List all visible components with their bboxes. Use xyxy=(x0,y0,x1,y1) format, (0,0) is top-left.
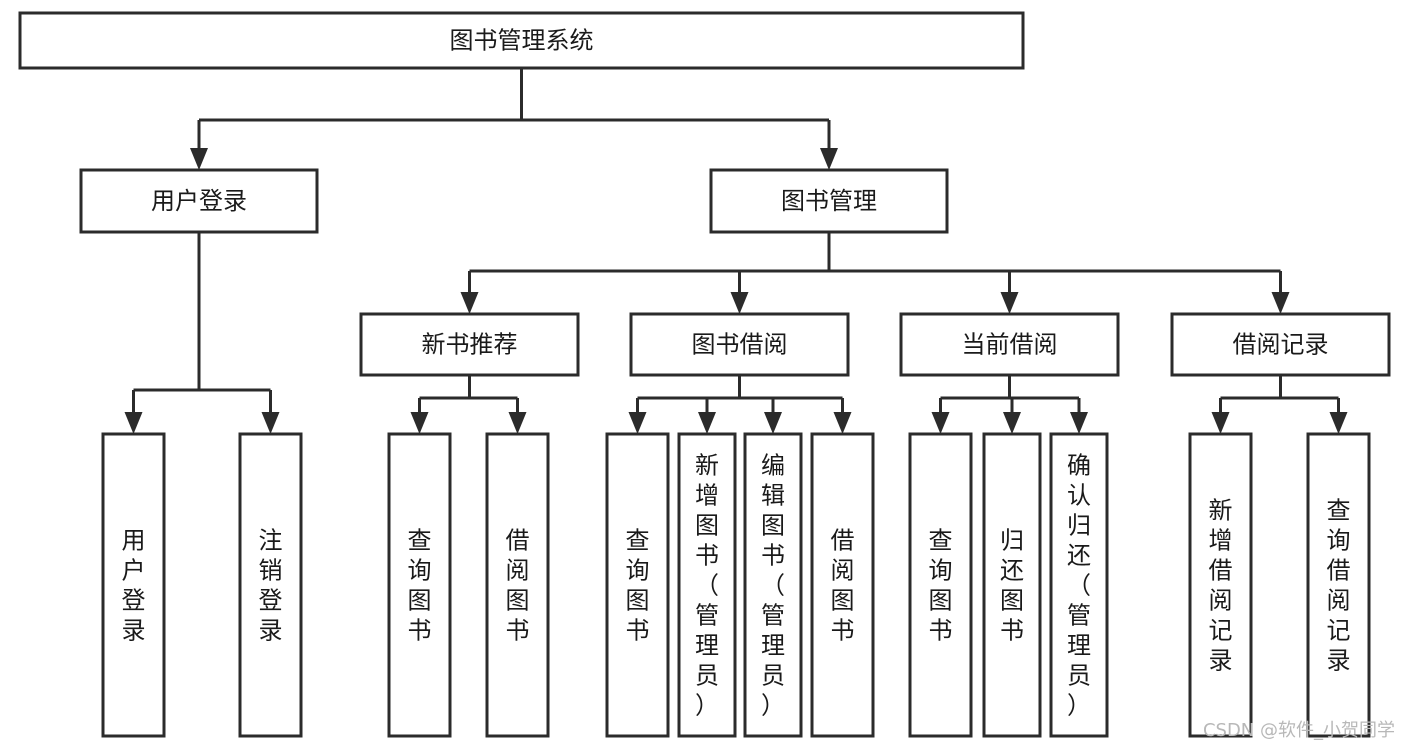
edge-book-borrow-drop-1-arrowhead xyxy=(698,412,716,434)
node-leaf-user-logout-label: 注销登录 xyxy=(259,526,283,644)
node-leaf-add-record-box[interactable] xyxy=(1188,432,1253,738)
node-leaf-user-login-label: 用户登录 xyxy=(122,526,146,644)
edge-new-book-rec-drop-0-arrowhead xyxy=(410,412,429,434)
node-new-book-rec-label: 新书推荐 xyxy=(422,331,518,359)
edge-root-drop-0-arrowhead xyxy=(190,148,208,170)
node-current-borrow[interactable]: 当前借阅 xyxy=(899,312,1120,377)
node-leaf-query-book-3[interactable]: 查询图书 xyxy=(908,432,973,738)
node-borrow-record[interactable]: 借阅记录 xyxy=(1170,312,1391,377)
edge-current-borrow-drop-1-arrowhead xyxy=(1003,412,1021,434)
node-leaf-query-book-2-label: 查询图书 xyxy=(626,526,650,644)
node-leaf-query-record-box[interactable] xyxy=(1306,432,1371,738)
node-leaf-query-book-3-box[interactable] xyxy=(908,432,973,738)
node-leaf-add-book-label: 新增图书（管理员） xyxy=(695,451,719,719)
node-user-login-label: 用户登录 xyxy=(151,187,247,215)
node-book-manage-label: 图书管理 xyxy=(781,187,877,215)
edge-borrow-record-drop-1-arrowhead xyxy=(1329,412,1348,434)
node-leaf-query-book-2-box[interactable] xyxy=(605,432,670,738)
node-leaf-query-record-label: 查询借阅记录 xyxy=(1327,496,1351,674)
node-current-borrow-box[interactable] xyxy=(899,312,1120,377)
node-book-borrow-label: 图书借阅 xyxy=(692,331,788,359)
node-new-book-rec[interactable]: 新书推荐 xyxy=(359,312,580,377)
edge-user-login-drop-0-arrowhead xyxy=(124,412,143,434)
edge-book-manage-drop-1-arrowhead xyxy=(730,292,749,314)
node-book-borrow-box[interactable] xyxy=(629,312,850,377)
node-leaf-query-book-2[interactable]: 查询图书 xyxy=(605,432,670,738)
node-root-title[interactable]: 图书管理系统 xyxy=(18,11,1025,70)
node-root-title-box[interactable] xyxy=(18,11,1025,70)
edge-book-manage-drop-2-arrowhead xyxy=(1000,292,1019,314)
node-book-borrow[interactable]: 图书借阅 xyxy=(629,312,850,377)
node-leaf-add-book[interactable]: 新增图书（管理员） xyxy=(677,432,737,738)
node-leaf-user-login-box[interactable] xyxy=(101,432,166,738)
node-leaf-add-record-label: 新增借阅记录 xyxy=(1209,496,1233,674)
edge-book-manage-drop-0-arrowhead xyxy=(460,292,479,314)
node-leaf-user-login[interactable]: 用户登录 xyxy=(101,432,166,738)
connector-layer xyxy=(124,68,1348,434)
node-root-title-label: 图书管理系统 xyxy=(450,27,594,55)
node-leaf-add-record[interactable]: 新增借阅记录 xyxy=(1188,432,1253,738)
node-leaf-query-book-1-box[interactable] xyxy=(387,432,452,738)
edge-book-borrow-drop-0-arrowhead xyxy=(628,412,647,434)
edge-book-borrow-drop-2-arrowhead xyxy=(764,412,782,434)
edge-book-manage-drop-3-arrowhead xyxy=(1271,292,1290,314)
node-current-borrow-label: 当前借阅 xyxy=(962,331,1058,359)
node-leaf-edit-book-box[interactable] xyxy=(743,432,803,738)
edge-user-login-drop-1-arrowhead xyxy=(261,412,280,434)
node-leaf-query-book-3-label: 查询图书 xyxy=(929,526,953,644)
node-book-manage-box[interactable] xyxy=(709,168,949,234)
csdn-watermark: CSDN @软件_小贺同学 xyxy=(1203,720,1395,741)
node-leaf-borrow-book-2-label: 借阅图书 xyxy=(831,526,855,644)
node-leaf-return-book-label: 归还图书 xyxy=(1000,526,1024,644)
node-user-login[interactable]: 用户登录 xyxy=(79,168,319,234)
node-user-login-box[interactable] xyxy=(79,168,319,234)
node-leaf-confirm-return-box[interactable] xyxy=(1049,432,1109,738)
node-leaf-query-record[interactable]: 查询借阅记录 xyxy=(1306,432,1371,738)
node-leaf-return-book-box[interactable] xyxy=(982,432,1042,738)
node-book-manage[interactable]: 图书管理 xyxy=(709,168,949,234)
node-layer: 图书管理系统用户登录图书管理新书推荐图书借阅当前借阅借阅记录用户登录注销登录查询… xyxy=(18,11,1391,738)
edge-root-drop-1-arrowhead xyxy=(820,148,838,170)
node-leaf-borrow-book-1-box[interactable] xyxy=(485,432,550,738)
node-new-book-rec-box[interactable] xyxy=(359,312,580,377)
node-borrow-record-label: 借阅记录 xyxy=(1233,331,1329,359)
node-leaf-return-book[interactable]: 归还图书 xyxy=(982,432,1042,738)
edge-borrow-record-drop-0-arrowhead xyxy=(1211,412,1230,434)
node-leaf-query-book-1-label: 查询图书 xyxy=(408,526,432,644)
node-leaf-edit-book-label: 编辑图书（管理员） xyxy=(761,451,785,719)
edge-book-borrow-drop-3-arrowhead xyxy=(833,412,852,434)
node-leaf-edit-book[interactable]: 编辑图书（管理员） xyxy=(743,432,803,738)
node-leaf-confirm-return-label: 确认归还（管理员） xyxy=(1067,451,1091,719)
node-leaf-borrow-book-1[interactable]: 借阅图书 xyxy=(485,432,550,738)
node-leaf-user-logout-box[interactable] xyxy=(238,432,303,738)
edge-new-book-rec-drop-1-arrowhead xyxy=(508,412,527,434)
node-leaf-user-logout[interactable]: 注销登录 xyxy=(238,432,303,738)
node-leaf-confirm-return[interactable]: 确认归还（管理员） xyxy=(1049,432,1109,738)
node-borrow-record-box[interactable] xyxy=(1170,312,1391,377)
node-leaf-borrow-book-2[interactable]: 借阅图书 xyxy=(810,432,875,738)
node-leaf-borrow-book-2-box[interactable] xyxy=(810,432,875,738)
edge-current-borrow-drop-0-arrowhead xyxy=(931,412,950,434)
node-leaf-borrow-book-1-label: 借阅图书 xyxy=(506,526,530,644)
node-leaf-add-book-box[interactable] xyxy=(677,432,737,738)
edge-current-borrow-drop-2-arrowhead xyxy=(1070,412,1088,434)
node-leaf-query-book-1[interactable]: 查询图书 xyxy=(387,432,452,738)
